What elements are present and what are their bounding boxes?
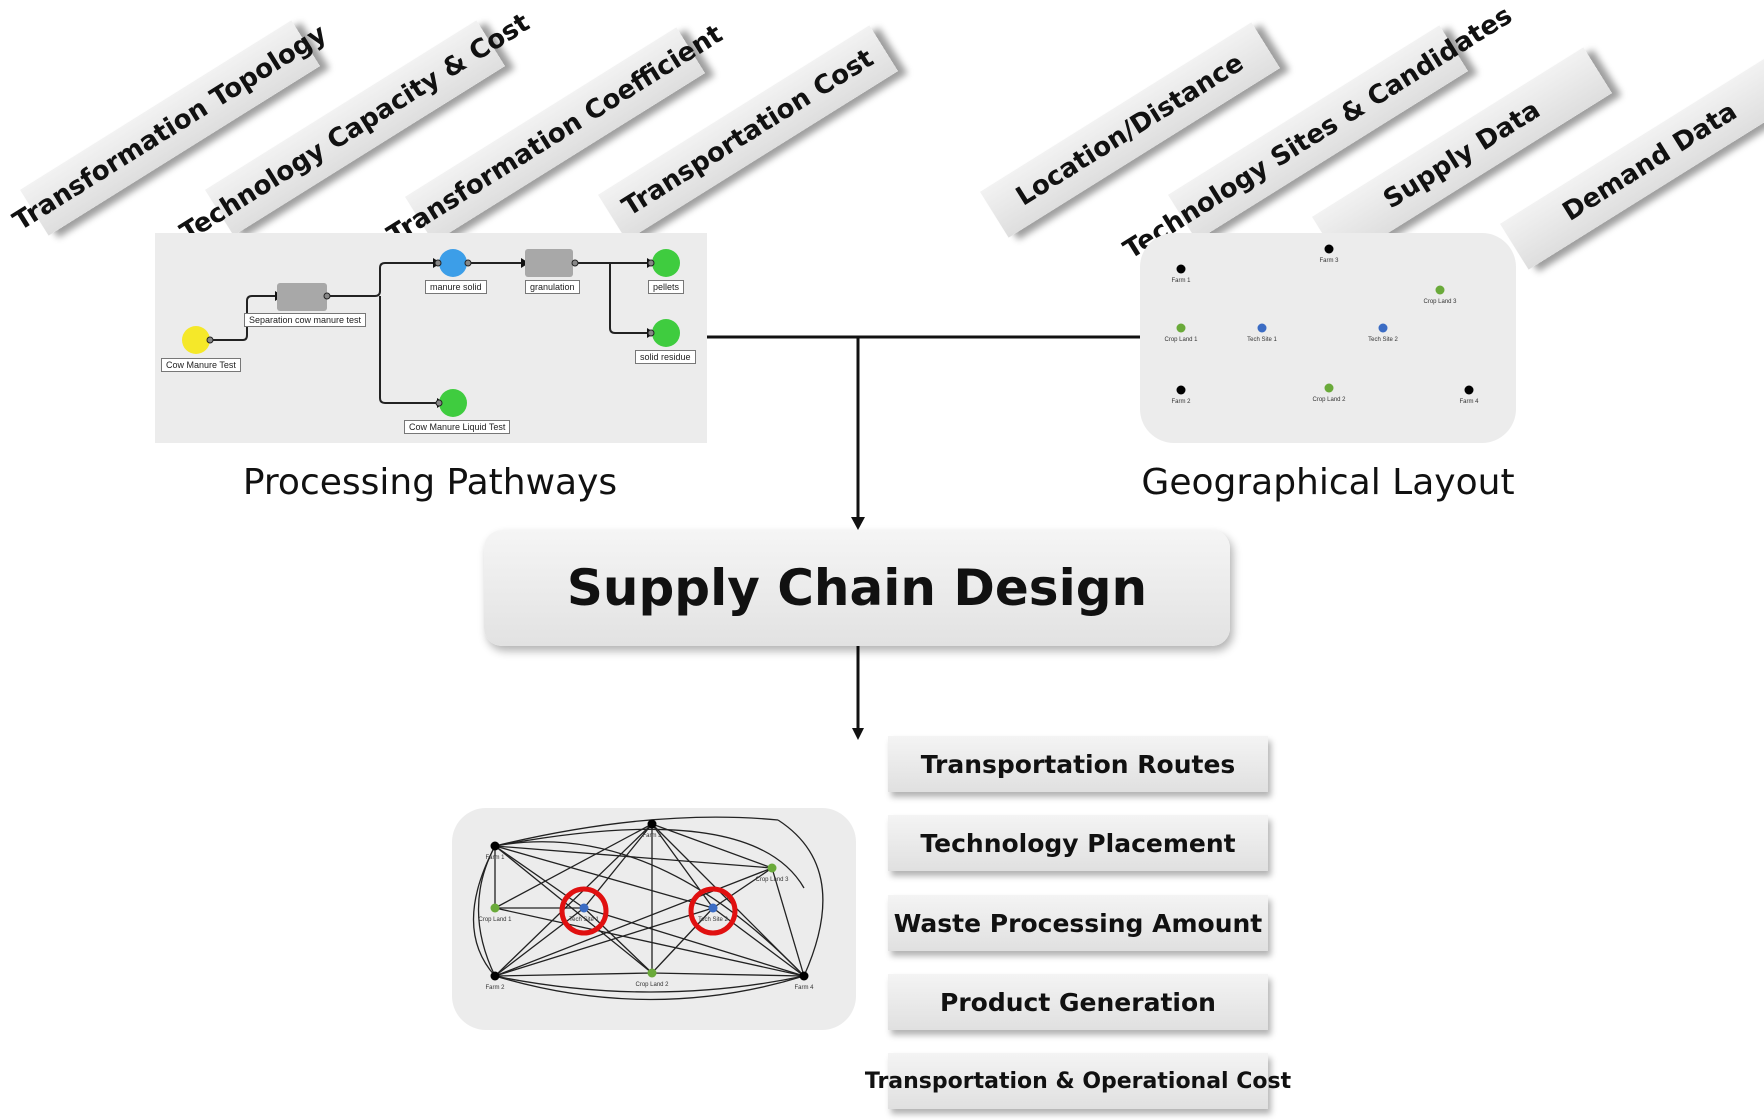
supply-chain-design-box: Supply Chain Design [484,530,1230,646]
crop2-node [1324,383,1334,393]
granulation-label: granulation [525,280,580,294]
farm1-node [1176,264,1186,274]
tech2-node [1378,323,1388,333]
separation-label: Separation cow manure test [244,313,367,327]
result-farm3-node [647,819,657,829]
farm4-label: Farm 4 [1459,399,1479,405]
tech1-label: Tech Site 1 [1247,337,1277,343]
geographical-layout-panel: Farm 1 Farm 3 Farm 2 Farm 4 Crop Land 1 … [1140,233,1516,443]
result-network [472,816,824,1001]
tech1-node [1257,323,1267,333]
result-farm2-node [490,971,500,981]
liquid-node [439,389,467,417]
solid-residue-node [652,319,680,347]
result-farm1-label: Farm 1 [485,855,505,861]
geographical-layout-caption: Geographical Layout [1141,462,1515,503]
result-farm1-node [490,841,500,851]
output-waste-processing-amount: Waste Processing Amount [888,895,1268,951]
crop3-node [1435,285,1445,295]
source-label: Cow Manure Test [161,358,241,372]
manure-solid-label: manure solid [425,280,487,294]
tech2-label: Tech Site 2 [1368,337,1398,343]
output-product-generation: Product Generation [888,974,1268,1030]
crop2-label: Crop Land 2 [1312,397,1346,403]
pathway-connectors [182,249,680,417]
result-crop1-node [490,903,500,913]
result-tech2-label: Tech Site 2 [698,917,728,923]
result-tech1-label: Tech Site 1 [569,917,599,923]
pellets-node [652,249,680,277]
farm2-label: Farm 2 [1171,399,1191,405]
source-node [182,326,210,354]
geo-nodes [1176,244,1474,395]
result-farm3-label: Farm 3 [642,833,662,839]
tech2-highlight-ring [688,886,738,936]
output-technology-placement: Technology Placement [888,815,1268,871]
granulation-process [525,249,573,277]
result-crop2-node [647,968,657,978]
pellets-label: pellets [648,280,685,294]
farm3-node [1324,244,1334,254]
farm4-node [1464,385,1474,395]
processing-pathways-caption: Processing Pathways [242,462,618,503]
solid-residue-label: solid residue [635,350,696,364]
liquid-label: Cow Manure Liquid Test [404,420,511,434]
result-farm4-node [799,971,809,981]
farm3-label: Farm 3 [1319,258,1339,264]
result-network-panel: Farm 1 Farm 3 Farm 2 Farm 4 Crop Land 1 … [452,808,856,1030]
result-crop3-label: Crop Land 3 [755,877,789,883]
result-crop2-label: Crop Land 2 [635,982,669,988]
manure-solid-node [439,249,467,277]
processing-pathways-panel: Cow Manure Test Separation cow manure te… [155,233,707,443]
result-farm2-label: Farm 2 [485,985,505,991]
output-transportation-operational-cost: Transportation & Operational Cost [865,1053,1291,1109]
crop3-label: Crop Land 3 [1423,299,1457,305]
farm2-node [1176,385,1186,395]
farm1-label: Farm 1 [1171,278,1191,284]
tech1-highlight-ring [559,886,609,936]
output-transportation-routes: Transportation Routes [888,736,1268,792]
crop1-label: Crop Land 1 [1164,337,1198,343]
result-tech2-node [708,903,718,913]
separation-process [277,283,327,311]
crop1-node [1176,323,1186,333]
result-farm4-label: Farm 4 [794,985,814,991]
result-tech1-node [579,903,589,913]
result-crop3-node [767,863,777,873]
result-crop1-label: Crop Land 1 [478,917,512,923]
